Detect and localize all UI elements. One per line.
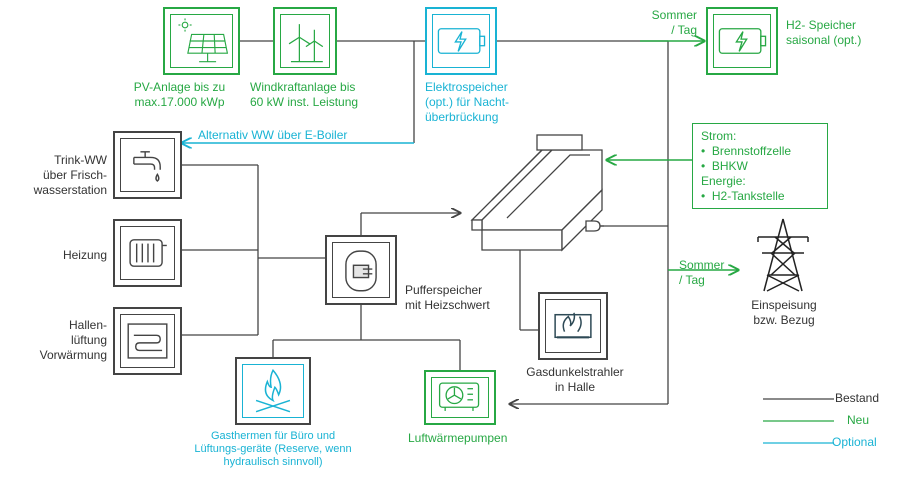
radiator-icon	[129, 239, 167, 267]
pv-box	[163, 7, 240, 75]
storage-label: Elektrospeicher (opt.) für Nacht- überbr…	[425, 80, 510, 124]
gas-heater-box	[538, 292, 608, 360]
heat-pump-box	[424, 370, 496, 425]
flame-icon	[255, 368, 291, 413]
h2-storage-box	[706, 7, 778, 75]
water-tap-icon	[133, 151, 161, 182]
wind-turbine-icon	[288, 24, 324, 63]
ventilation-box	[113, 307, 182, 375]
alt-boiler-label: Alternativ WW über E-Boiler	[198, 128, 348, 142]
buffer-tank-box	[325, 235, 397, 305]
solar-panel-icon	[178, 18, 229, 63]
legend-neu: Neu	[847, 413, 870, 427]
wind-label: Windkraftanlage bis 60 kW inst. Leistung	[250, 80, 359, 109]
info-strom-heading: Strom:	[701, 129, 737, 143]
gas-heater-icon	[554, 312, 592, 339]
buffer-tank-icon	[345, 250, 377, 292]
info-energie-item-1: • H2-Tankstelle	[701, 189, 785, 203]
info-box: Strom: • Brennstoffzelle • BHKW Energie:…	[692, 123, 828, 209]
gasdunkel-label: Gasdunkelstrahler in Halle	[526, 365, 624, 394]
tap-box	[113, 131, 182, 199]
legend-bestand: Bestand	[835, 391, 880, 405]
puffer-label: Pufferspeicher mit Heizschwert	[405, 283, 490, 312]
battery-icon	[718, 28, 767, 54]
info-energie-heading: Energie:	[701, 174, 746, 188]
h2-label: H2- Speicher saisonal (opt.)	[786, 18, 862, 47]
heat-pump-label: Luftwärmepumpen	[408, 431, 508, 445]
pv-label: PV-Anlage bis zu max.17.000 kWp	[133, 80, 226, 109]
summer-day-top: Sommer / Tag	[651, 8, 697, 37]
grid-label: Einspeisung bzw. Bezug	[751, 298, 817, 327]
info-strom-item-2: • BHKW	[701, 159, 748, 173]
main-unit-3d	[470, 134, 603, 252]
air-coil-icon	[127, 323, 168, 359]
wind-box	[273, 7, 337, 75]
fan-unit-icon	[438, 382, 480, 411]
battery-icon	[437, 28, 486, 54]
power-pylon-icon	[757, 218, 809, 292]
radiator-box	[113, 219, 182, 287]
summer-day-mid: Sommer / Tag	[679, 258, 725, 287]
heizung-label: Heizung	[62, 248, 107, 262]
legend-optional: Optional	[832, 435, 877, 449]
trink-label: Trink-WW über Frisch- wasserstation	[33, 153, 107, 197]
info-strom-item-1: • Brennstoffzelle	[701, 144, 792, 158]
gas-boiler-box	[235, 357, 311, 425]
plug-icon	[585, 220, 604, 232]
gas-thermen-label: Gasthermen für Büro und Lüftungs-geräte …	[194, 430, 352, 468]
electric-storage-box	[425, 7, 497, 75]
hallen-label: Hallen- lüftung Vorwärmung	[39, 318, 107, 362]
